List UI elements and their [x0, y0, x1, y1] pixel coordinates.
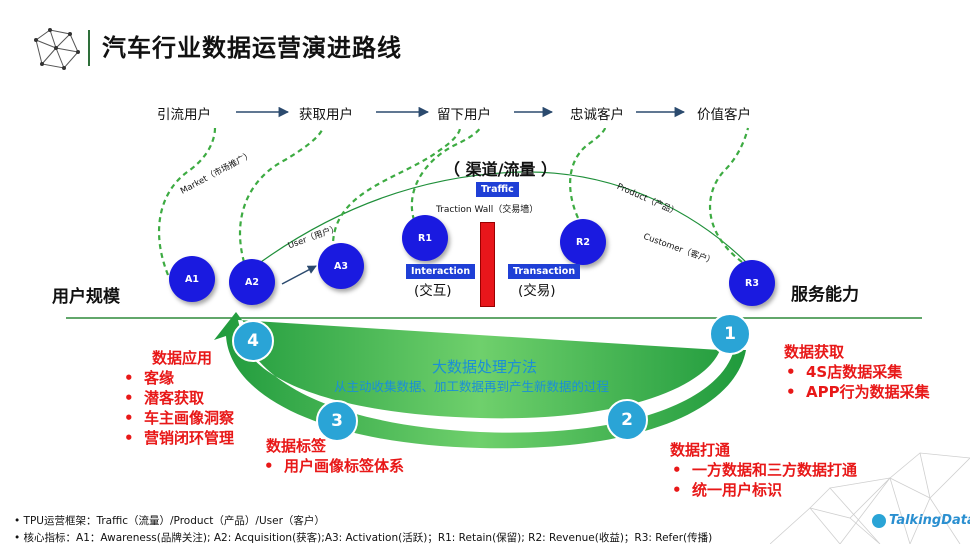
list-item: APP行为数据采集 — [784, 382, 930, 402]
polygon-logo-icon — [34, 28, 80, 70]
data-connection-title: 数据打通 — [670, 441, 731, 459]
list-item: 一方数据和三方数据打通 — [670, 460, 857, 480]
list-item: 统一用户标识 — [670, 480, 857, 500]
data-acquisition-title: 数据获取 — [784, 343, 845, 361]
list-item: 4S店数据采集 — [784, 362, 930, 382]
talkingdata-logo-icon — [872, 513, 886, 528]
data-acquisition: 数据获取 4S店数据采集 APP行为数据采集 — [784, 342, 930, 402]
traffic-box: Traffic — [476, 182, 519, 197]
cycle-step-4: 4 — [232, 320, 274, 362]
page-title: 汽车行业数据运营演进路线 — [102, 34, 402, 62]
node-a1: A1 — [169, 256, 215, 302]
list-item: 潜客获取 — [122, 388, 234, 408]
transaction-box: Transaction — [508, 264, 581, 279]
node-r3: R3 — [729, 260, 775, 306]
stage-acquire: 获取用户 — [299, 107, 353, 123]
label-service-capability: 服务能力 — [791, 285, 859, 305]
node-r1: R1 — [402, 215, 448, 261]
talkingdata-logo-text: TalkingData — [889, 513, 970, 528]
transaction-label: (交易) — [518, 283, 556, 299]
data-application-title: 数据应用 — [152, 349, 213, 367]
flow-arc — [249, 171, 753, 271]
stage-attract: 引流用户 — [157, 107, 211, 123]
cycle-step-2: 2 — [606, 399, 648, 441]
cycle-step-3: 3 — [316, 400, 358, 442]
interaction-box: Interaction — [406, 264, 476, 279]
channel-title: （ 渠道/流量 ） — [444, 160, 557, 179]
stage-value: 价值客户 — [697, 107, 751, 123]
node-a3: A3 — [318, 243, 364, 289]
node-a2: A2 — [229, 259, 275, 305]
data-application: 数据应用 — [152, 348, 212, 368]
traction-wall-label: Traction Wall（交易墙） — [436, 205, 539, 215]
stage-retain: 留下用户 — [437, 107, 491, 123]
data-application-list: 客缘 潜客获取 车主画像洞察 营销闭环管理 — [122, 368, 234, 448]
center-subtitle: 从主动收集数据、加工数据再到产生新数据的过程 — [334, 379, 610, 394]
dashed-connectors — [157, 127, 750, 276]
node-r2: R2 — [560, 219, 606, 265]
list-item: 营销闭环管理 — [122, 428, 234, 448]
footnote-framework: • TPU运营框架：Traffic（流量）/Product（产品）/User（客… — [14, 515, 325, 527]
list-item: 车主画像洞察 — [122, 408, 234, 428]
interaction-label: (交互) — [414, 283, 452, 299]
network-decoration-icon — [770, 452, 970, 544]
title-divider — [88, 30, 90, 66]
cycle-step-1: 1 — [709, 313, 751, 355]
list-item: 用户画像标签体系 — [262, 456, 404, 476]
label-user-scale: 用户规模 — [52, 287, 120, 307]
data-tag: 数据标签 用户画像标签体系 — [264, 436, 404, 476]
center-title: 大数据处理方法 — [432, 358, 538, 376]
data-tag-title: 数据标签 — [266, 437, 327, 455]
stage-loyal: 忠诚客户 — [570, 107, 624, 123]
list-item: 客缘 — [122, 368, 234, 388]
data-connection: 数据打通 一方数据和三方数据打通 统一用户标识 — [670, 440, 857, 500]
footnote-metrics: • 核心指标：A1：Awareness(品牌关注); A2: Acquisiti… — [14, 532, 713, 544]
traction-wall-bar — [480, 222, 495, 307]
talkingdata-logo: TalkingData — [872, 513, 970, 528]
